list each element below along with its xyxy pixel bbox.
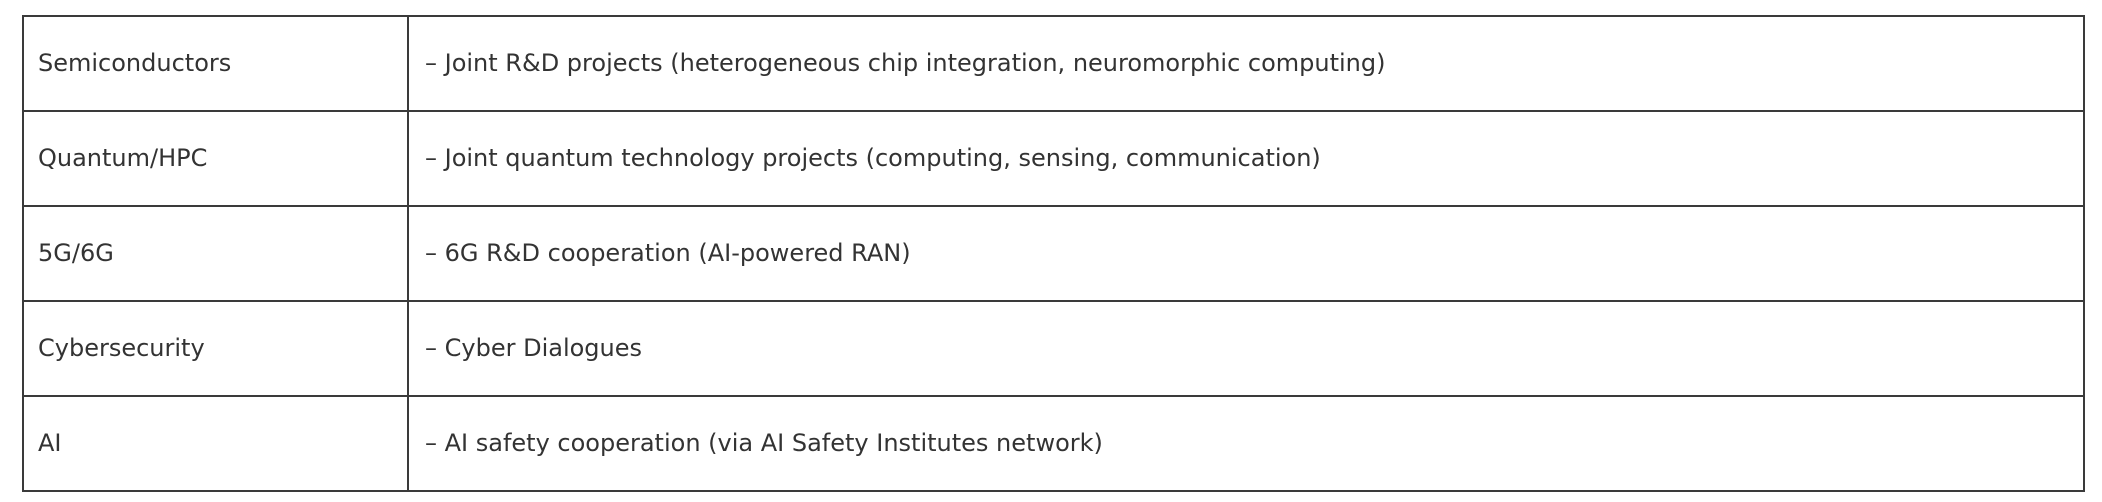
area-cell: Quantum/HPC [22,110,409,207]
actions-cell: – Joint quantum technology projects (com… [407,110,2085,207]
area-cell: Cybersecurity [22,300,409,397]
table-row: Quantum/HPC – Joint quantum technology p… [22,110,2085,207]
area-cell: Semiconductors [22,15,409,112]
cooperation-table: Semiconductors – Joint R&D projects (het… [22,15,2085,492]
actions-cell: – Cyber Dialogues [407,300,2085,397]
actions-cell: – AI safety cooperation (via AI Safety I… [407,395,2085,492]
table-row: Semiconductors – Joint R&D projects (het… [22,15,2085,112]
area-cell: AI [22,395,409,492]
actions-cell: – 6G R&D cooperation (AI-powered RAN) [407,205,2085,302]
area-cell: 5G/6G [22,205,409,302]
table-row: AI – AI safety cooperation (via AI Safet… [22,395,2085,492]
table-row: Cybersecurity – Cyber Dialogues [22,300,2085,397]
table-row: 5G/6G – 6G R&D cooperation (AI-powered R… [22,205,2085,302]
actions-cell: – Joint R&D projects (heterogeneous chip… [407,15,2085,112]
